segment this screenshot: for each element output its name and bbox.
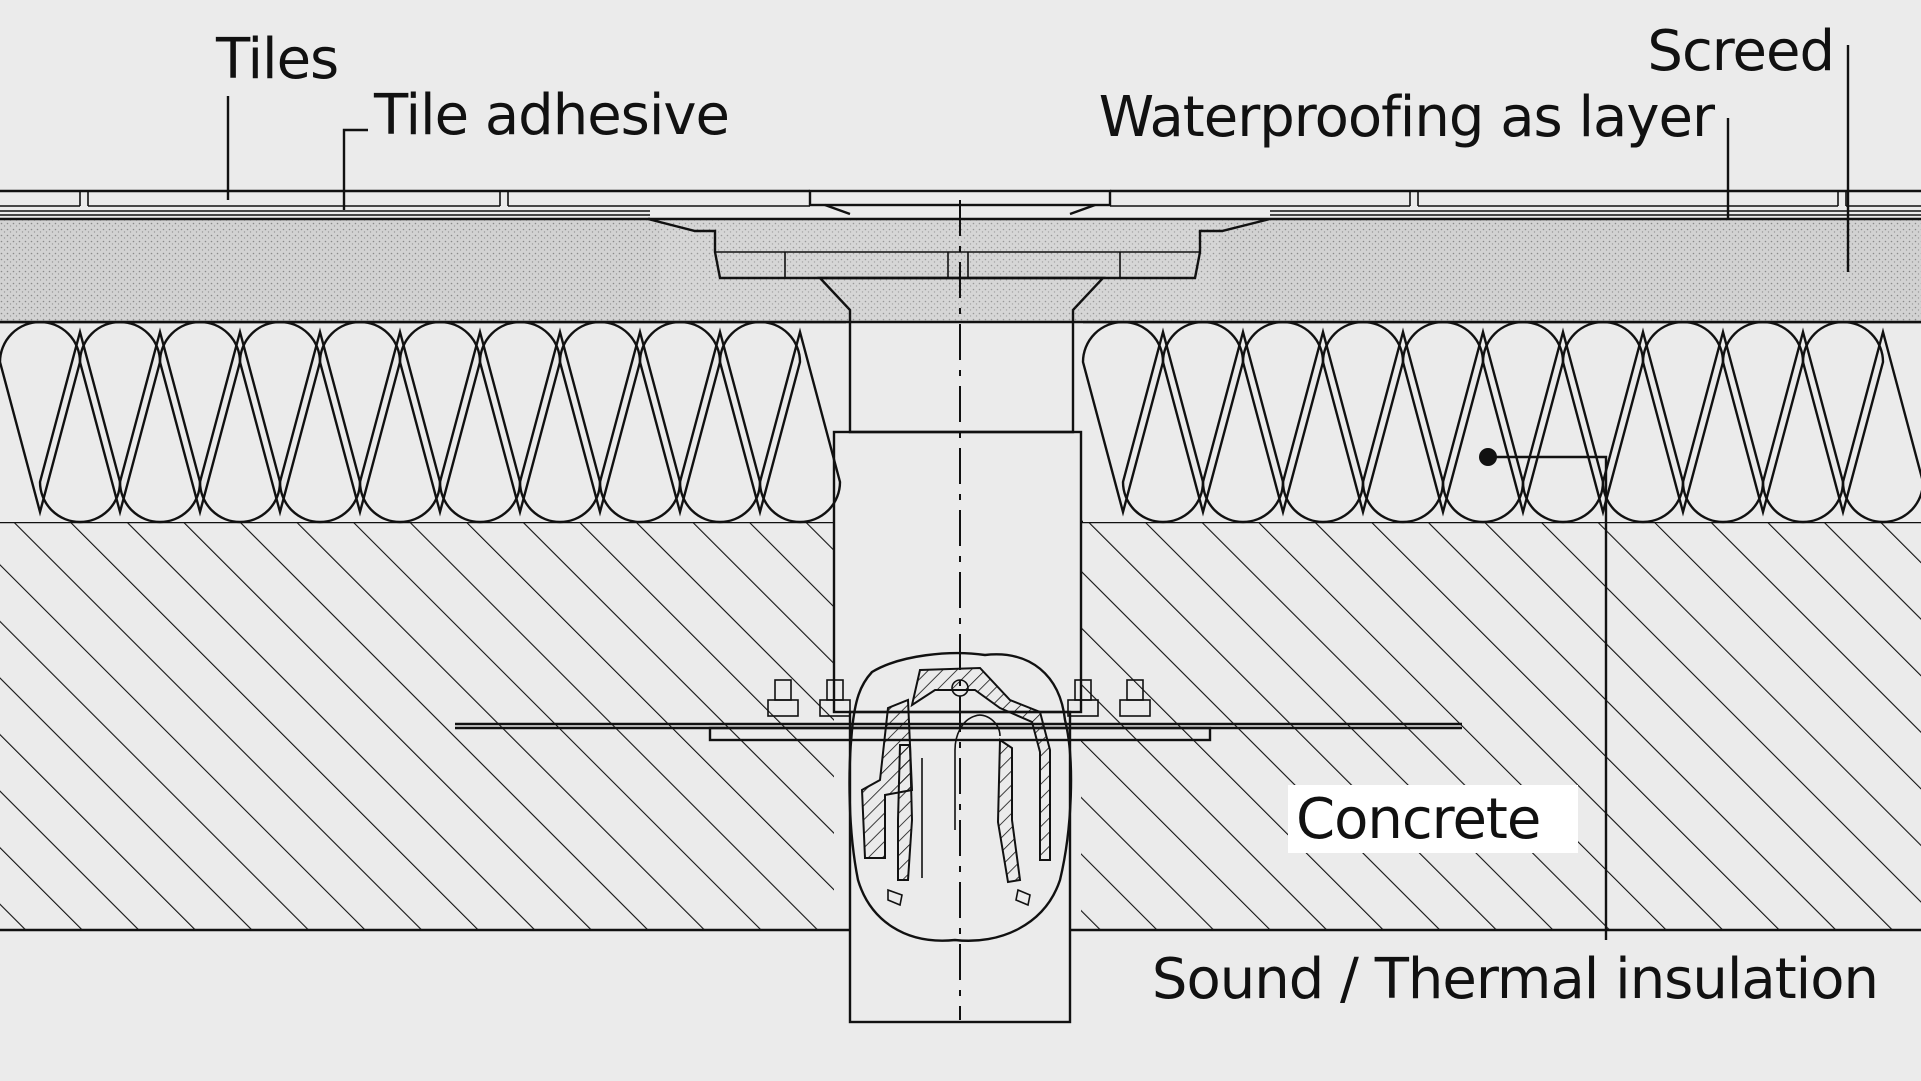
label-tiles: Tiles — [215, 27, 338, 92]
floor-drain — [455, 189, 1462, 1024]
insulation-loop — [438, 327, 522, 524]
label-tile-adhesive: Tile adhesive — [373, 83, 729, 148]
leader-lines — [226, 45, 1850, 940]
insulation-loop — [198, 327, 282, 524]
label-screed: Screed — [1647, 19, 1834, 84]
insulation-loop — [1601, 327, 1685, 524]
label-concrete: Concrete — [1296, 787, 1540, 852]
insulation-loop — [38, 327, 122, 524]
insulation-loop — [1521, 327, 1605, 524]
insulation-loop — [278, 327, 362, 524]
insulation-loop — [118, 327, 202, 524]
insulation-loop — [1841, 327, 1921, 524]
concrete-label-box — [1288, 785, 1578, 853]
insulation-loop — [1201, 327, 1285, 524]
insulation-loop — [678, 327, 762, 524]
surface-layers — [0, 189, 1921, 221]
insulation-loop — [518, 327, 602, 524]
label-insulation: Sound / Thermal insulation — [1152, 947, 1878, 1012]
insulation-loop — [758, 327, 842, 524]
insulation-loop — [358, 327, 442, 524]
insulation-loop — [1681, 327, 1765, 524]
insulation-loop — [1281, 327, 1365, 524]
insulation-loop — [598, 327, 682, 524]
insulation-loop — [1761, 327, 1845, 524]
insulation-leader-dot — [1479, 448, 1497, 466]
insulation-loop — [1121, 327, 1205, 524]
insulation-loop — [1441, 327, 1525, 524]
label-waterproofing: Waterproofing as layer — [1099, 85, 1716, 150]
insulation-loop — [1361, 327, 1445, 524]
screed-layer — [0, 220, 1921, 324]
insulation-layer — [0, 320, 1921, 524]
